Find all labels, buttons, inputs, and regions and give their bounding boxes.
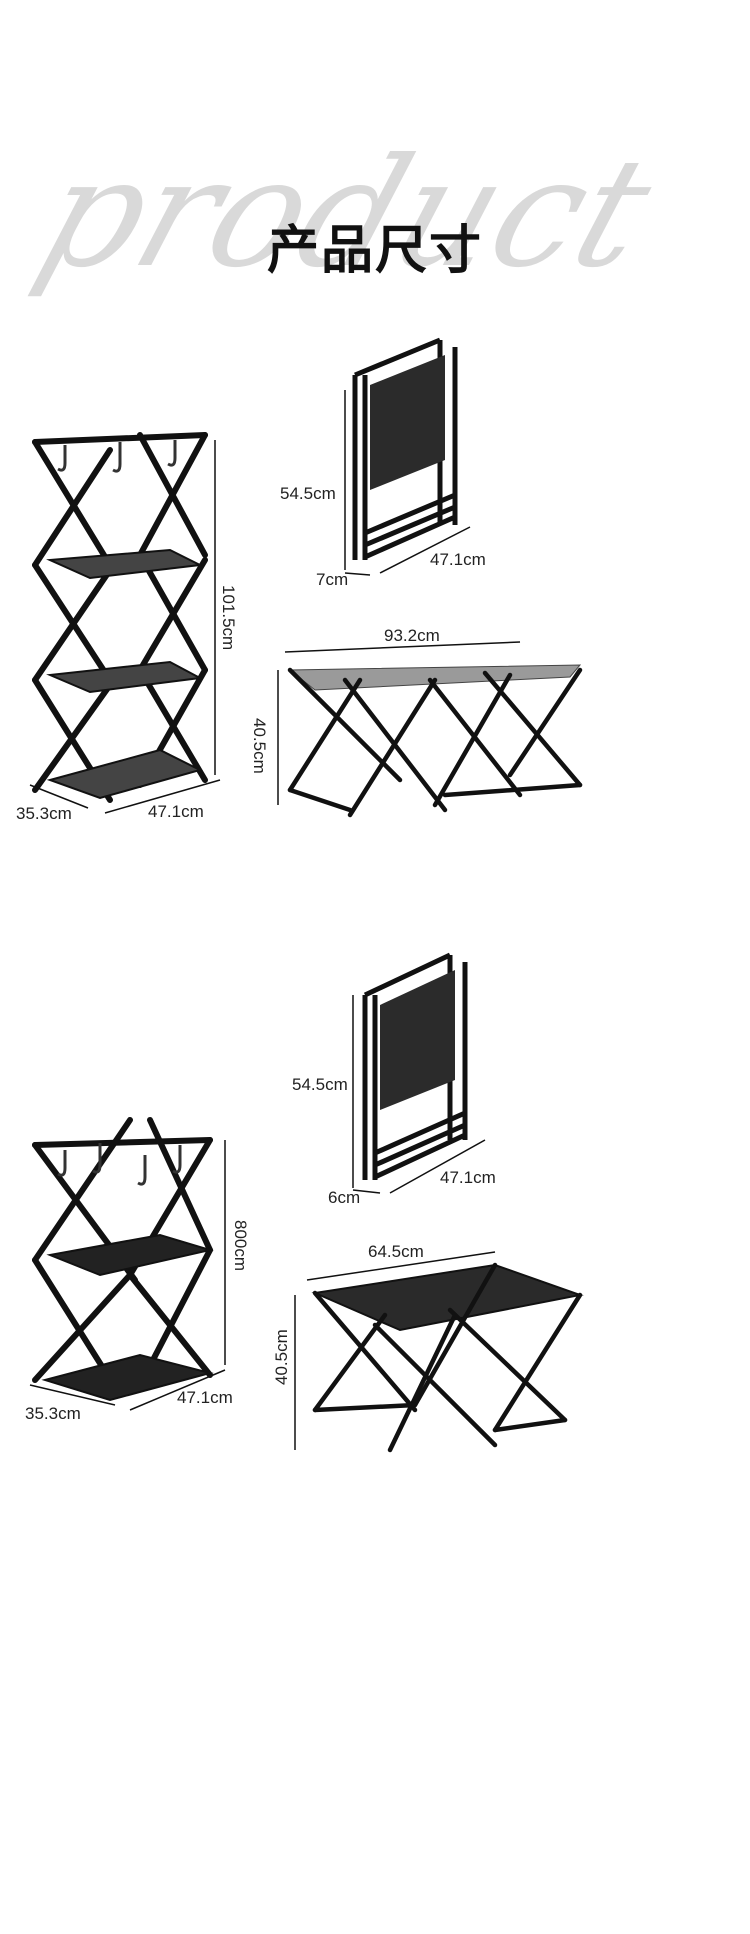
rack2-depth-label: 35.3cm [25, 1404, 81, 1423]
folded1-thickness-label: 7cm [316, 570, 349, 589]
rack2-width-label: 47.1cm [177, 1388, 233, 1407]
rack2-height-label: 800cm [231, 1220, 250, 1272]
rack1-depth-label: 35.3cm [16, 804, 72, 823]
folded2-height-label: 54.5cm [292, 1075, 348, 1094]
page-title: 产品尺寸 [266, 221, 483, 281]
rack1-width-label: 47.1cm [148, 802, 204, 821]
folded1-width-label: 47.1cm [430, 550, 486, 569]
rack1-height-label: 101.5cm [219, 585, 238, 651]
folded-unit-image-1 [344, 337, 471, 576]
table2-length-label: 64.5cm [368, 1242, 424, 1261]
folded-unit-image-2 [352, 952, 486, 1194]
folded1-height-label: 54.5cm [280, 484, 336, 503]
rack-2-tier-image [29, 1117, 226, 1411]
script-word: product [20, 127, 673, 301]
script-product-watermark: product [20, 127, 673, 301]
table-compact-image [294, 1251, 584, 1453]
folded2-width-label: 47.1cm [440, 1168, 496, 1187]
table1-height-label: 40.5cm [250, 718, 269, 774]
folded2-thickness-label: 6cm [328, 1188, 361, 1207]
table-wide-image [277, 641, 583, 818]
rack-3-tier-image [29, 432, 221, 814]
table2-height-label: 40.5cm [272, 1329, 291, 1385]
table1-length-label: 93.2cm [384, 626, 440, 645]
